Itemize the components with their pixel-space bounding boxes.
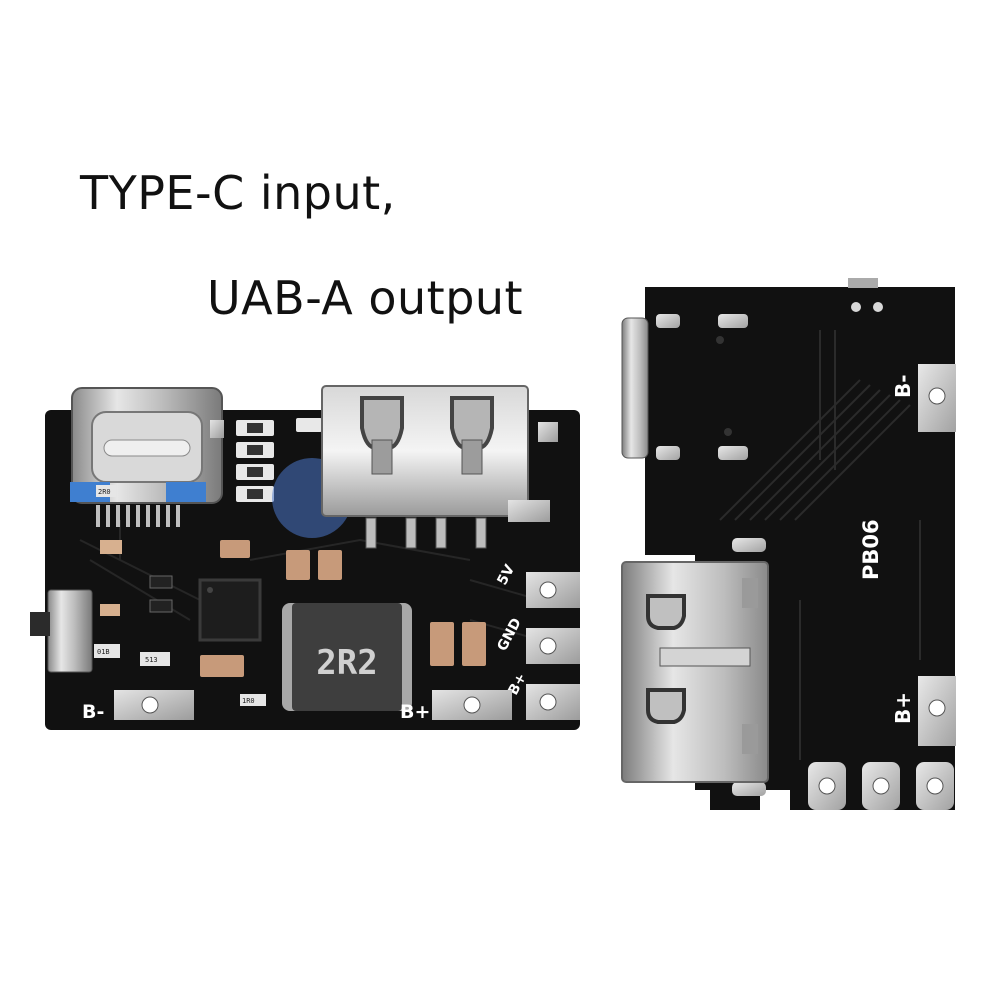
inductor-marking: 2R2 (316, 643, 377, 683)
usb-c-edge (621, 317, 649, 459)
marking-01b: 01B (97, 648, 110, 656)
power-switch[interactable] (30, 589, 93, 673)
caption-line-1: TYPE-C input, (80, 166, 396, 220)
label-b-plus: B+ (400, 701, 430, 723)
marking-2r0: 2R0 (98, 488, 111, 496)
output-pads (526, 572, 580, 720)
bottom-through-holes (808, 762, 954, 810)
usb-a-port[interactable] (321, 385, 529, 517)
model-label: PB06 (859, 519, 883, 580)
marking-1r0: 1R0 (242, 697, 255, 705)
back-label-b-plus: B+ (891, 692, 915, 724)
inductor: 2R2 (282, 603, 412, 711)
usb-c-port[interactable] (70, 387, 223, 504)
caption-line-2: UAB-A output (207, 271, 524, 325)
marking-513: 513 (145, 656, 158, 664)
back-label-b-minus: B- (891, 374, 915, 398)
label-b-minus: B- (82, 701, 104, 723)
led-indicators (236, 420, 274, 502)
usb-a-back-port[interactable] (621, 561, 769, 783)
